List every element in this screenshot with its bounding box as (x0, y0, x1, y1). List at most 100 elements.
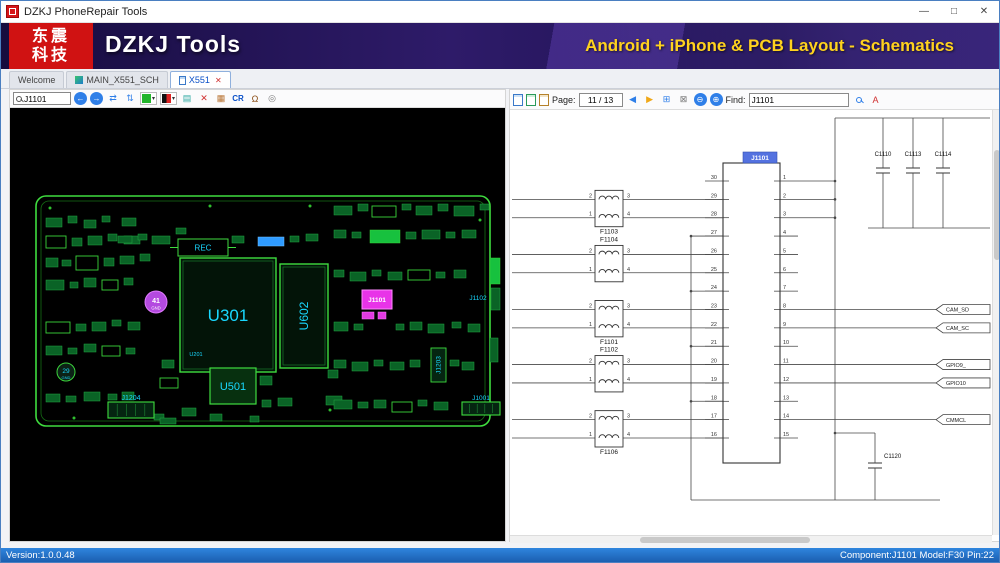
pcb-component-j1101[interactable]: J1101 (361, 289, 393, 310)
clear-highlight-button[interactable]: ✕ (200, 93, 208, 103)
capacitor-c1110[interactable]: C1110 (875, 118, 892, 228)
svg-text:11: 11 (783, 359, 789, 365)
net-flag-cmmcl[interactable]: CMMCL (935, 414, 991, 426)
bottom-layer-color-picker[interactable]: ▾ (160, 92, 178, 105)
page-number-input[interactable] (578, 92, 623, 107)
net-flag-gpio10[interactable]: GPIO10 (935, 377, 991, 389)
svg-text:3: 3 (783, 212, 786, 218)
schematic-toolbar: Page: ◀ ▶ ⊞ ⊠ ⊖ ⊕ Find: A (510, 90, 999, 110)
fit-page-button[interactable]: ⊞ (662, 94, 671, 104)
pcb-part (377, 311, 387, 320)
pcb-part (69, 281, 79, 289)
svg-text:U501: U501 (220, 381, 246, 393)
pcb-part (490, 287, 501, 311)
flip-vertical-button[interactable]: ⇅ (126, 93, 134, 103)
svg-text:28: 28 (711, 212, 717, 218)
copy-page-icon[interactable] (539, 93, 549, 106)
svg-text:15: 15 (783, 432, 789, 438)
zoom-out-button[interactable]: ⊖ (693, 93, 707, 106)
horizontal-scrollbar-thumb[interactable] (640, 537, 810, 543)
horizontal-scrollbar[interactable] (510, 535, 992, 543)
layers-button[interactable]: ▤ (182, 93, 192, 103)
forward-button[interactable]: → (90, 92, 103, 105)
pcb-component-j1102[interactable]: J1102 (469, 295, 487, 302)
pcb-component-rec[interactable]: REC (170, 238, 236, 257)
capacitor-c1114[interactable]: C1114 (935, 118, 952, 228)
svg-text:1: 1 (589, 212, 592, 218)
zoom-in-button[interactable]: ⊕ (709, 93, 723, 106)
schematic-canvas[interactable]: 3029282726252423222120191817161234567891… (510, 110, 992, 535)
tab-welcome[interactable]: Welcome (9, 71, 65, 88)
svg-text:F1104: F1104 (600, 236, 618, 243)
pcb-component-j1001[interactable]: J1001 (461, 395, 501, 416)
flip-horizontal-button[interactable]: ⇄ (109, 93, 117, 103)
export-page-icon[interactable] (513, 93, 523, 106)
pcb-component-u301[interactable]: U301 (179, 257, 277, 373)
svg-text:12: 12 (783, 377, 789, 383)
measure-ohm-button[interactable]: Ω (251, 93, 259, 104)
svg-text:J1001: J1001 (472, 395, 490, 402)
vertical-scrollbar-thumb[interactable] (994, 150, 999, 260)
net-flag-cam_sd[interactable]: CAM_SD (935, 304, 991, 315)
back-button[interactable]: ← (74, 92, 87, 105)
pcb-component-u501[interactable]: U501 (209, 367, 257, 405)
find-search-icon[interactable] (852, 93, 866, 106)
print-page-icon[interactable] (526, 93, 536, 106)
vertical-scrollbar[interactable] (992, 110, 999, 535)
tab-x551[interactable]: X551 ✕ (169, 71, 231, 88)
pcb-part (369, 229, 401, 244)
capacitor-c1113[interactable]: C1113 (905, 118, 922, 228)
pcb-component-j1204[interactable]: J1204 (107, 395, 155, 419)
svg-text:14: 14 (783, 414, 789, 420)
pcb-part (327, 369, 339, 379)
svg-text:7: 7 (783, 285, 786, 291)
svg-text:CMMCL: CMMCL (946, 418, 966, 424)
connector-j1101[interactable]: J1101 (722, 151, 781, 464)
tab-close-icon[interactable]: ✕ (214, 75, 222, 85)
pcb-part (45, 257, 59, 268)
pcb-component-u602[interactable]: U602 (279, 263, 329, 369)
highlight-result-button[interactable]: A (872, 94, 879, 105)
maximize-button[interactable]: □ (950, 6, 958, 17)
pcb-part (289, 235, 300, 243)
pcb-part (75, 255, 99, 271)
pcb-part (121, 217, 137, 227)
caret-down-icon: ▾ (152, 96, 156, 102)
svg-text:17: 17 (711, 414, 717, 420)
net-flag-gpio9_[interactable]: GPIO9_ (935, 359, 991, 370)
caret-down-icon2: ▾ (172, 96, 176, 102)
pcb-search-input[interactable] (24, 93, 66, 104)
pcb-part (181, 407, 197, 417)
locate-target-button[interactable]: ◎ (268, 93, 276, 103)
close-document-button[interactable]: ⊠ (679, 94, 688, 104)
close-button[interactable]: ✕ (979, 6, 989, 17)
tab-main-x551-sch[interactable]: MAIN_X551_SCH (66, 71, 168, 88)
top-layer-color-picker[interactable]: ▾ (140, 92, 158, 105)
grid-button[interactable]: ▦ (216, 93, 226, 103)
net-flag-cam_sc[interactable]: CAM_SC (935, 322, 991, 334)
pcb-component-j1203[interactable]: J1203 (430, 347, 447, 383)
pcb-part (45, 235, 67, 249)
minimize-button[interactable]: — (919, 6, 929, 17)
previous-page-button[interactable]: ◀ (629, 94, 636, 104)
pcb-component-u201[interactable]: U201 (189, 352, 202, 358)
pcb-part (65, 395, 77, 403)
pcb-part (349, 271, 367, 282)
pcb-search-box[interactable] (13, 92, 71, 105)
pcb-part (61, 259, 72, 267)
next-page-button[interactable]: ▶ (646, 94, 653, 104)
find-input[interactable] (748, 92, 849, 107)
capacitor-c1120[interactable]: C1120 (835, 432, 902, 500)
cr-button[interactable]: CR (232, 94, 244, 103)
pcb-part (373, 399, 387, 409)
via-dot (308, 204, 312, 208)
